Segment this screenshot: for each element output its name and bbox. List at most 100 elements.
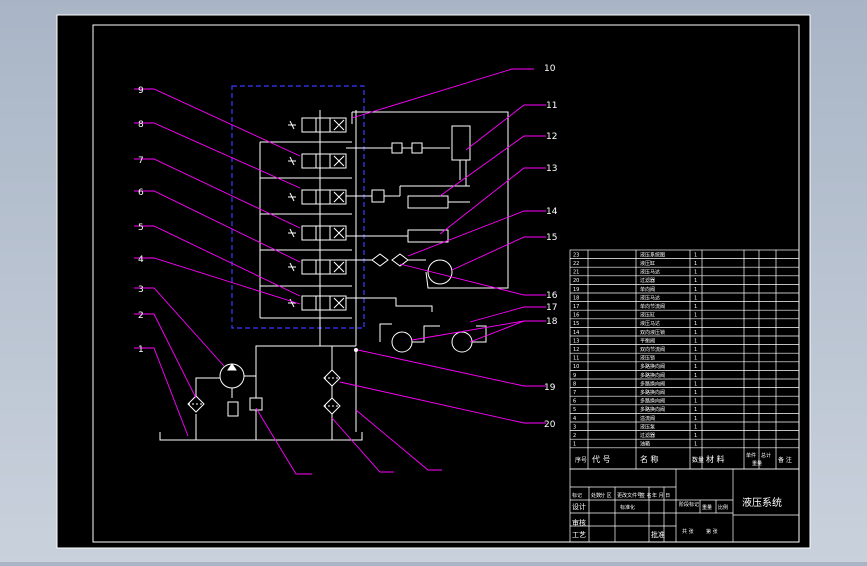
drawing-title: 液压系统: [742, 496, 782, 509]
parts-row: 7 多路换向阀 1: [573, 389, 697, 396]
part-number: 22: [573, 261, 579, 267]
part-number: 21: [573, 270, 579, 276]
hdr-remark: 备 注: [778, 456, 792, 464]
part-qty: 1: [694, 390, 697, 396]
part-name: 双向节流阀: [640, 346, 665, 353]
part-number: 6: [573, 399, 576, 405]
tb-approve: 批准: [651, 530, 665, 539]
hdr-qty: 数量: [692, 456, 704, 464]
part-number: 12: [573, 347, 579, 353]
part-qty: 1: [694, 287, 697, 293]
callout-8: 8: [138, 120, 144, 130]
part-qty: 1: [694, 338, 697, 344]
part-name: 过滤器: [640, 277, 655, 284]
part-name: 多路换向阀: [640, 389, 665, 396]
part-number: 5: [573, 407, 576, 413]
part-name: 多路换向阀: [640, 380, 665, 387]
part-number: 1: [573, 442, 576, 448]
part-qty: 1: [694, 295, 697, 301]
callout-10: 10: [544, 64, 556, 74]
tb-sheet-total: 共 张: [682, 528, 694, 535]
valve-stack: [259, 117, 352, 319]
part-name: 液压系统图: [640, 251, 665, 258]
part-name: 平衡阀: [640, 337, 655, 344]
callout-2: 2: [138, 311, 144, 321]
hdr-unit-weight: 单件: [746, 452, 756, 459]
part-name: 液压马达: [640, 269, 660, 276]
callout-3: 3: [138, 285, 144, 295]
callout-14: 14: [546, 207, 558, 217]
callout-9: 9: [138, 86, 144, 96]
part-qty: 1: [694, 330, 697, 336]
hdr-code: 代 号: [592, 454, 611, 464]
part-qty: 1: [694, 381, 697, 387]
tb-weight: 重量: [702, 504, 712, 511]
drawing-sheet: [56, 14, 811, 549]
tb-change-doc: 更改文件号: [617, 492, 642, 499]
part-qty: 1: [694, 407, 697, 413]
callout-19: 19: [544, 383, 556, 393]
part-name: 多路换向阀: [640, 372, 665, 379]
callout-7: 7: [138, 156, 144, 166]
part-qty: 1: [694, 321, 697, 327]
callout-18: 18: [546, 317, 558, 327]
tb-mark: 标记: [572, 492, 582, 499]
tb-process: 工艺: [572, 531, 586, 539]
part-name: 液压泵: [640, 423, 655, 430]
part-name: 溢流阀: [640, 415, 655, 422]
title-block: 标记 处数 分 区 更改文件号 签 名 年 月 日 设计 标准化 阶段标记 重量…: [569, 468, 800, 543]
part-name: 液压马达: [640, 320, 660, 327]
hdr-name: 名 称: [640, 454, 659, 464]
callout-15: 15: [546, 233, 557, 243]
tb-stage-mark: 阶段标记: [679, 501, 699, 508]
callout-16: 16: [546, 291, 558, 301]
callout-6: 6: [138, 188, 144, 198]
part-name: 过滤器: [640, 432, 655, 439]
part-qty: 1: [694, 270, 697, 276]
part-qty: 1: [694, 433, 697, 439]
parts-header: 序号 代 号 名 称 数量 材 料 单件 总计 重量 备 注: [575, 452, 792, 467]
part-number: 2: [573, 433, 576, 439]
callout-1: 1: [138, 345, 144, 355]
part-number: 9: [573, 373, 576, 379]
part-qty: 1: [694, 278, 697, 284]
callout-20: 20: [544, 420, 556, 430]
part-name: 液压马达: [640, 294, 660, 301]
part-qty: 1: [694, 399, 697, 405]
part-qty: 1: [694, 313, 697, 319]
part-name: 双向液压锁: [640, 329, 665, 336]
part-qty: 1: [694, 356, 697, 362]
part-number: 17: [573, 304, 579, 310]
callout-4: 4: [138, 255, 144, 265]
part-number: 7: [573, 390, 576, 396]
part-name: 油箱: [640, 441, 650, 448]
part-number: 14: [573, 330, 579, 336]
part-number: 19: [573, 287, 579, 293]
part-qty: 1: [694, 347, 697, 353]
tb-zone: 分 区: [600, 492, 612, 499]
part-qty: 1: [694, 373, 697, 379]
part-number: 8: [573, 381, 576, 387]
part-number: 11: [573, 356, 579, 362]
tb-review: 审核: [572, 518, 586, 527]
callout-17: 17: [546, 303, 557, 313]
part-name: 液压缸: [640, 260, 655, 267]
parts-row: 21 液压马达 1: [573, 269, 697, 276]
part-number: 23: [573, 252, 579, 258]
tb-scale: 比例: [718, 504, 728, 511]
tb-sheet-no: 第 张: [706, 528, 718, 535]
hdr-weight: 重量: [752, 460, 762, 467]
